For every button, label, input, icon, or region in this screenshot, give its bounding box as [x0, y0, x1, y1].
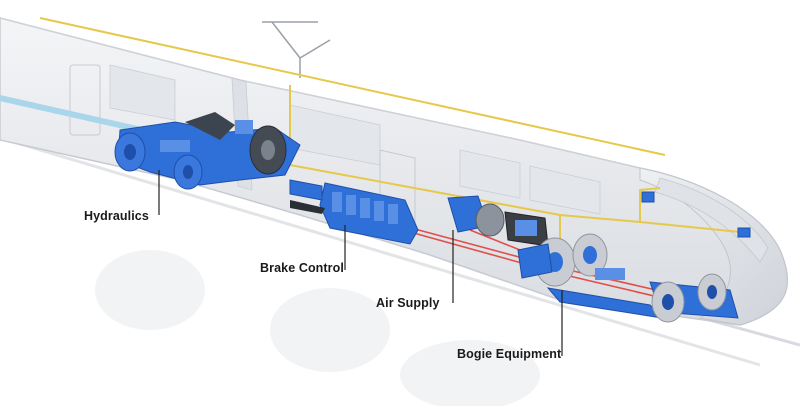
hydraulics-label: Hydraulics — [84, 209, 149, 223]
air-supply-unit — [447, 195, 549, 247]
air-supply-label: Air Supply — [376, 296, 440, 310]
yellow-wiring — [39, 17, 741, 240]
brake-control-label: Brake Control — [260, 261, 344, 275]
cab-devices — [641, 191, 751, 238]
callout-leaders — [158, 170, 563, 356]
bogie-equipment-label: Bogie Equipment — [457, 347, 562, 361]
bogie-equipment-unit — [517, 233, 739, 323]
ground-shadows — [95, 250, 540, 406]
hydraulics-unit — [114, 112, 301, 190]
